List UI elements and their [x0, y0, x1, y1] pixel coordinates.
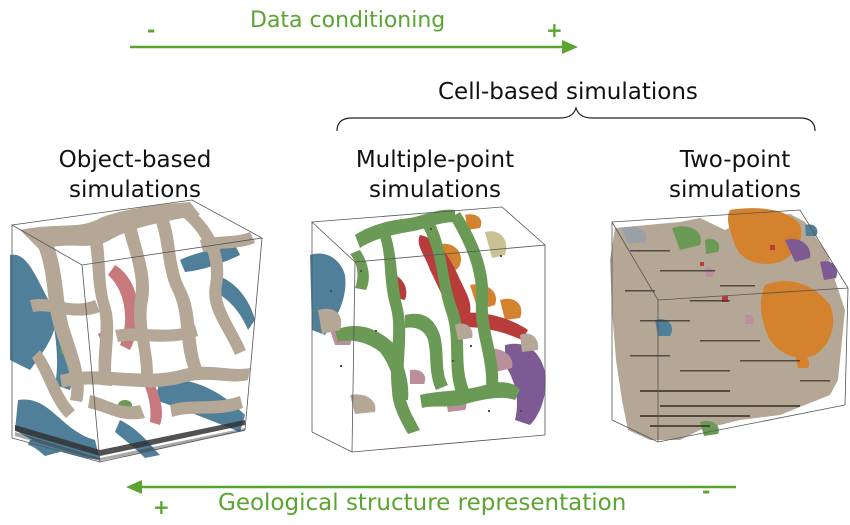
- bottom-minus-sign: -: [702, 479, 711, 503]
- panel-title-line1: Object-based: [58, 147, 212, 173]
- top-plus-sign: +: [546, 18, 563, 42]
- object-based-block: [10, 199, 264, 463]
- two-point-block: [610, 208, 849, 443]
- geological-structure-label: Geological structure representation: [218, 490, 627, 516]
- panel-title-line1: Multiple-point: [355, 147, 515, 173]
- bottom-plus-sign: +: [153, 495, 170, 519]
- panel-two-point-title: Two-point simulations: [630, 145, 840, 205]
- panel-title-line2: simulations: [669, 177, 801, 203]
- data-conditioning-label: Data conditioning: [250, 8, 446, 33]
- panel-object-based-title: Object-based simulations: [20, 145, 250, 205]
- top-minus-sign: -: [147, 18, 156, 42]
- data-conditioning-arrow: [130, 40, 578, 54]
- cell-based-label: Cell-based simulations: [438, 79, 698, 105]
- geological-structure-arrow: [126, 480, 736, 494]
- panel-title-line2: simulations: [69, 177, 201, 203]
- multiple-point-block: [310, 206, 546, 453]
- panel-multiple-point-title: Multiple-point simulations: [315, 145, 555, 205]
- panel-title-line2: simulations: [369, 177, 501, 203]
- panel-title-line1: Two-point: [679, 147, 791, 173]
- cell-based-brace: [336, 105, 816, 132]
